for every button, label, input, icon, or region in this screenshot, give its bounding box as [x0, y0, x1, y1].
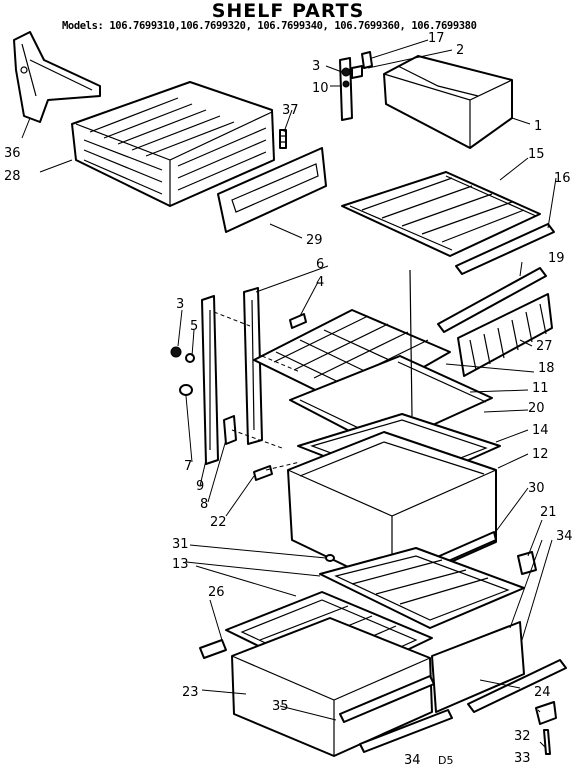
- callout-37: 37: [282, 103, 299, 118]
- callout-20: 20: [528, 401, 545, 416]
- part-8-spacer: [223, 415, 237, 445]
- callout-1: 1: [534, 119, 542, 134]
- callout-11: 11: [532, 381, 549, 396]
- leader-lines: [21, 39, 557, 749]
- callout-34-right: 34: [556, 529, 573, 544]
- callout-19: 19: [548, 251, 565, 266]
- part-15-shelf: [341, 171, 541, 257]
- callout-35: 35: [272, 699, 289, 714]
- callout-10: 10: [312, 81, 329, 96]
- callout-28: 28: [4, 169, 21, 184]
- part-36-bracket: [13, 31, 101, 123]
- callout-33: 33: [514, 751, 531, 766]
- part-7-cap: [179, 384, 193, 396]
- leader-11: [409, 269, 413, 417]
- part-35-trim: [339, 675, 435, 723]
- callout-34-bottom: 34: [404, 753, 421, 768]
- callout-7: 7: [184, 459, 192, 474]
- part-6-rail: [243, 287, 263, 445]
- callout-30: 30: [528, 481, 545, 496]
- callout-8: 8: [200, 497, 208, 512]
- callout-numbers: 1 2 3 10 17 37 36 28 15 16 29 6 4 19 3 5…: [4, 31, 573, 768]
- part-19-rod: [437, 267, 547, 333]
- callout-21: 21: [540, 505, 557, 520]
- callout-5: 5: [190, 319, 198, 334]
- callout-13: 13: [172, 557, 189, 572]
- callout-36: 36: [4, 146, 21, 161]
- callout-24: 24: [534, 685, 551, 700]
- part-26-trim: [199, 639, 227, 659]
- callout-29: 29: [306, 233, 323, 248]
- part-1-door-bin: [383, 55, 513, 149]
- part-16-trim: [455, 223, 555, 275]
- part-31-clip: [325, 554, 335, 562]
- callout-32: 32: [514, 729, 531, 744]
- callout-4: 4: [316, 275, 324, 290]
- callout-3-mid: 3: [176, 297, 184, 312]
- callout-23: 23: [182, 685, 199, 700]
- part-13-shelf-right: [319, 547, 525, 629]
- callout-18: 18: [538, 361, 555, 376]
- diagram-title: SHELF PARTS: [211, 0, 365, 22]
- part-37-screw: [279, 129, 287, 149]
- model-numbers: Models: 106.7699310,106.7699320, 106.769…: [62, 20, 477, 32]
- callout-15: 15: [528, 147, 545, 162]
- callout-22: 22: [210, 515, 227, 530]
- callout-27: 27: [536, 339, 553, 354]
- callout-12: 12: [532, 447, 549, 462]
- diagram-code: D5: [438, 754, 453, 767]
- part-5-cap: [185, 353, 195, 363]
- callout-3-top: 3: [312, 59, 320, 74]
- part-17-screws: [351, 51, 373, 79]
- part-33-screw: [543, 729, 551, 755]
- part-10-hinge-pin: [339, 57, 353, 121]
- callout-26: 26: [208, 585, 225, 600]
- part-34-strip-right: [467, 659, 567, 713]
- callout-6: 6: [316, 257, 324, 272]
- callout-14: 14: [532, 423, 549, 438]
- part-22-pin: [253, 465, 273, 481]
- callout-9: 9: [196, 479, 204, 494]
- part-9-rail: [201, 295, 219, 465]
- callout-2: 2: [456, 43, 464, 58]
- part-12-drawer: [287, 431, 497, 589]
- part-24-drawer: [431, 621, 525, 713]
- part-28-basket: [71, 81, 275, 207]
- part-34-strip-bottom: [359, 709, 453, 753]
- part-29-panel: [217, 147, 327, 233]
- callout-16: 16: [554, 171, 571, 186]
- part-3-cap: [170, 346, 182, 358]
- part-32-hinge: [535, 701, 557, 725]
- callout-31: 31: [172, 537, 189, 552]
- part-27-rack: [457, 293, 553, 377]
- part-4-pin: [289, 313, 307, 329]
- part-23-drawer: [231, 617, 433, 757]
- callout-17: 17: [428, 31, 445, 46]
